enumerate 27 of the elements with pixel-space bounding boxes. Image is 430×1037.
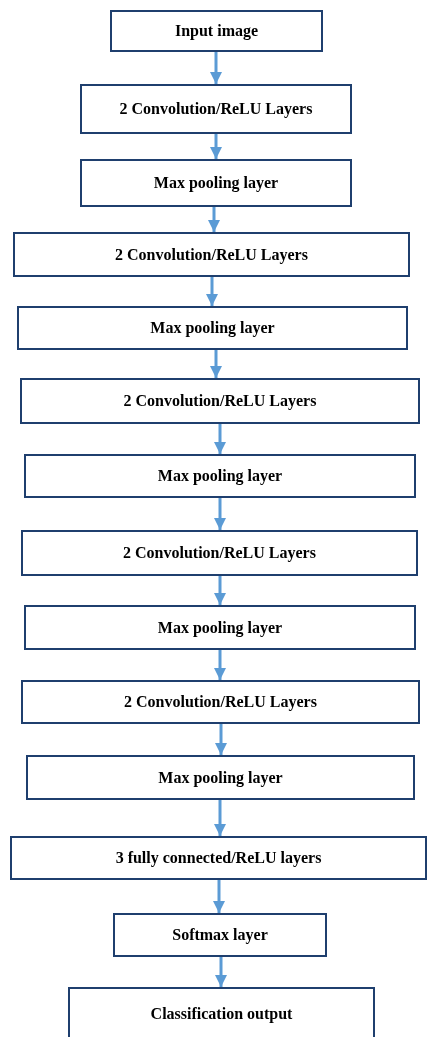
arrow xyxy=(214,424,226,454)
process-box: Max pooling layer xyxy=(26,755,415,800)
arrow xyxy=(208,207,220,232)
process-box: Max pooling layer xyxy=(80,159,352,207)
process-box: Max pooling layer xyxy=(24,605,416,650)
process-box: 2 Convolution/ReLU Layers xyxy=(20,378,420,424)
arrow xyxy=(214,576,226,605)
arrow xyxy=(210,52,222,84)
arrow xyxy=(214,498,226,530)
arrow xyxy=(210,350,222,378)
process-box: 2 Convolution/ReLU Layers xyxy=(21,680,420,724)
arrow xyxy=(214,800,226,836)
process-box: 2 Convolution/ReLU Layers xyxy=(13,232,410,277)
arrow xyxy=(206,277,218,306)
process-box: Softmax layer xyxy=(113,913,327,957)
process-box: 2 Convolution/ReLU Layers xyxy=(80,84,352,134)
process-box: Input image xyxy=(110,10,323,52)
process-box: Classification output xyxy=(68,987,375,1037)
process-box: Max pooling layer xyxy=(17,306,408,350)
arrow xyxy=(214,650,226,680)
process-box: 3 fully connected/ReLU layers xyxy=(10,836,427,880)
arrow xyxy=(210,134,222,159)
process-box: Max pooling layer xyxy=(24,454,416,498)
arrow xyxy=(215,957,227,987)
arrow xyxy=(215,724,227,755)
process-box: 2 Convolution/ReLU Layers xyxy=(21,530,418,576)
arrow xyxy=(213,880,225,913)
